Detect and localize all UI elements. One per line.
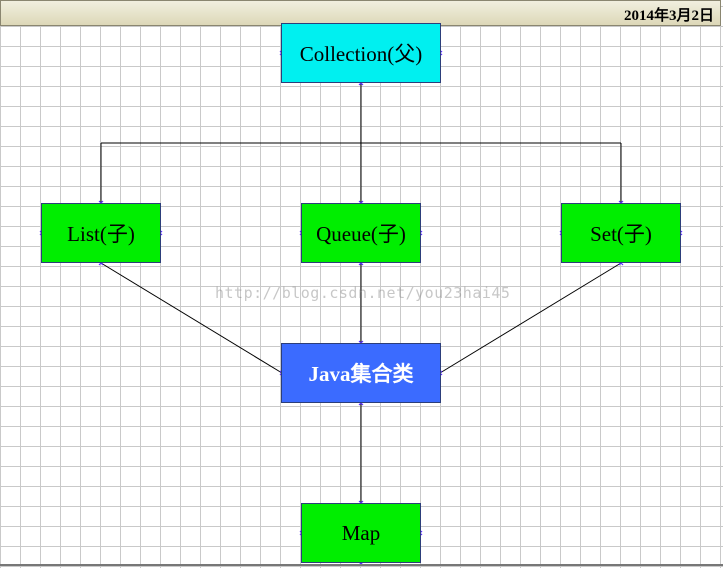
- node-collection: Collection(父): [281, 23, 441, 83]
- node-java-collections: Java集合类: [281, 343, 441, 403]
- node-queue-label: Queue(子): [316, 222, 406, 246]
- node-collection-label: Collection(父): [299, 42, 423, 66]
- node-set: Set(子): [561, 203, 681, 263]
- date-label: 2014年3月2日: [623, 8, 714, 24]
- header-bar: 2014年3月2日: [0, 0, 721, 26]
- node-list: List(子): [41, 203, 161, 263]
- node-map-label: Map: [341, 520, 381, 545]
- watermark-url: http://blog.csdn.net/you23hai45: [215, 284, 511, 302]
- bottom-border: [0, 564, 723, 566]
- node-set-label: Set(子): [590, 222, 652, 246]
- node-list-label: List(子): [67, 222, 135, 246]
- node-java-label: Java集合类: [308, 362, 414, 386]
- connector-list-java: [100, 262, 283, 374]
- node-queue: Queue(子): [301, 203, 421, 263]
- connector-set-java: [439, 262, 622, 374]
- node-map: Map: [301, 503, 421, 563]
